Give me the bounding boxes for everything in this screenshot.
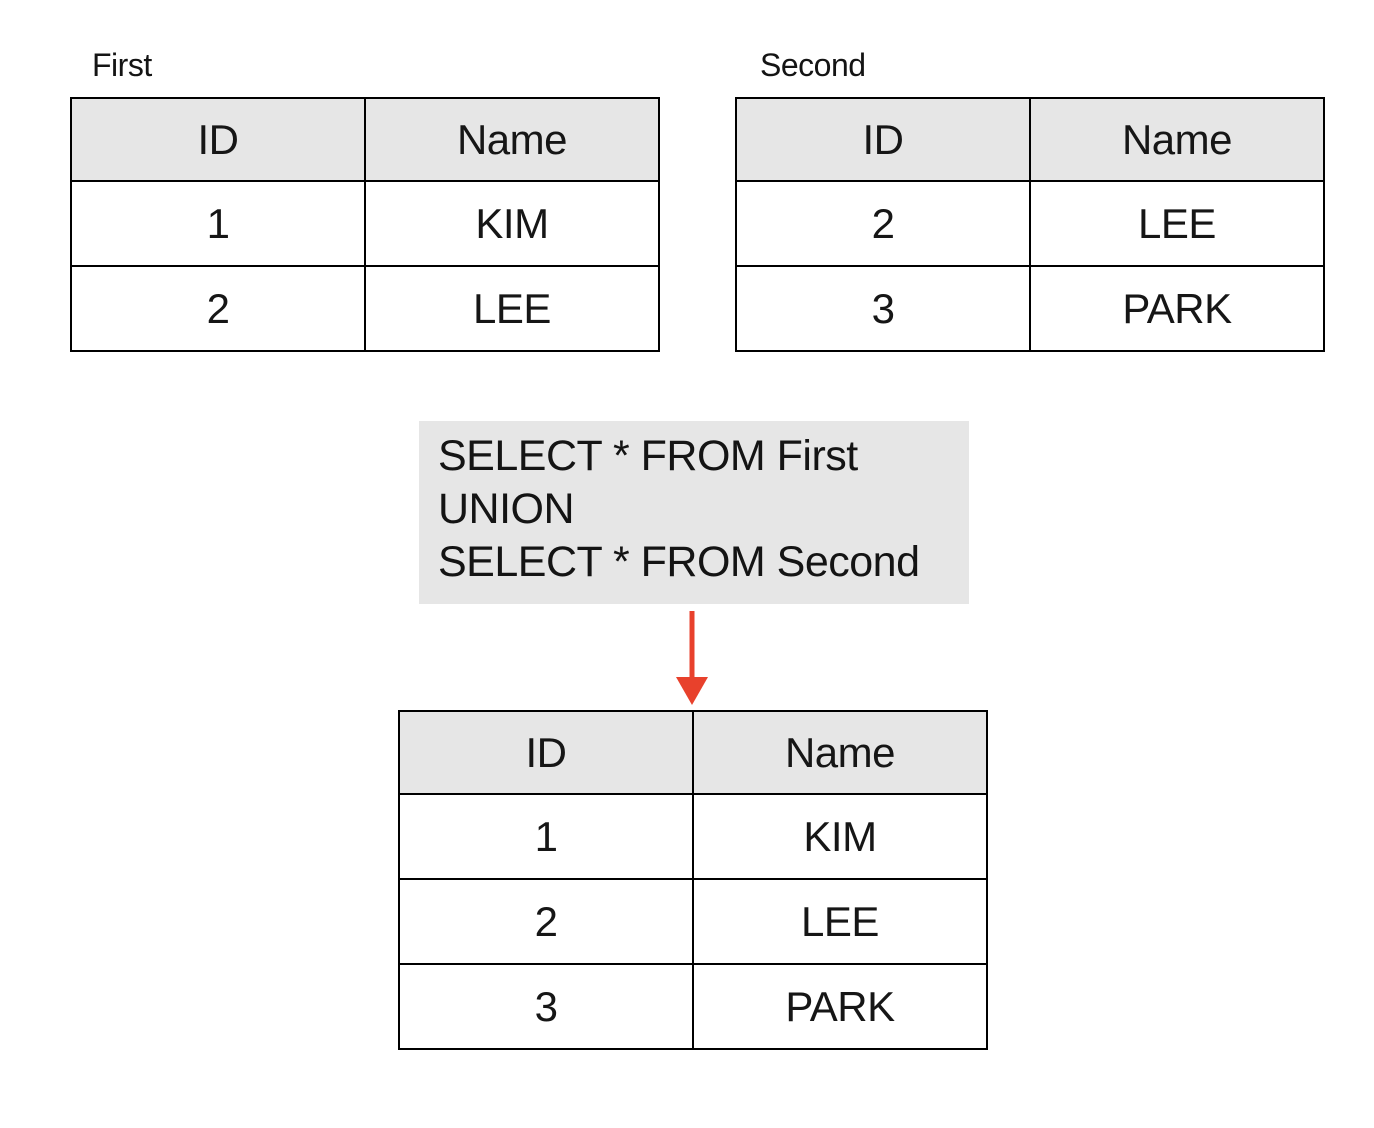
sql-query-line: UNION [438, 485, 575, 533]
table-header-row: ID Name [735, 97, 1325, 182]
first-table-title: First [92, 47, 152, 83]
table-cell: 3 [398, 963, 694, 1050]
table-row: 1 KIM [398, 793, 988, 880]
table-row: 2 LEE [398, 878, 988, 965]
down-arrow-icon [676, 611, 708, 705]
table-row: 2 LEE [70, 265, 660, 352]
table-header-row: ID Name [398, 710, 988, 795]
sql-query-line: SELECT * FROM First [438, 432, 858, 480]
second-table: ID Name 2 LEE 3 PARK [735, 97, 1325, 352]
table-row: 1 KIM [70, 180, 660, 267]
table-cell: PARK [1029, 265, 1325, 352]
table-cell: KIM [692, 793, 988, 880]
table-cell: 1 [70, 180, 366, 267]
table-cell: LEE [1029, 180, 1325, 267]
table-cell: 2 [70, 265, 366, 352]
column-header-name: Name [692, 710, 988, 795]
table-cell: 2 [735, 180, 1031, 267]
table-cell: LEE [692, 878, 988, 965]
second-table-title: Second [760, 47, 866, 83]
column-header-id: ID [735, 97, 1031, 182]
table-cell: LEE [364, 265, 660, 352]
sql-query-line: SELECT * FROM Second [438, 538, 920, 586]
table-row: 2 LEE [735, 180, 1325, 267]
table-cell: 3 [735, 265, 1031, 352]
table-row: 3 PARK [398, 963, 988, 1050]
table-header-row: ID Name [70, 97, 660, 182]
table-cell: 1 [398, 793, 694, 880]
first-table: ID Name 1 KIM 2 LEE [70, 97, 660, 352]
result-table: ID Name 1 KIM 2 LEE 3 PARK [398, 710, 988, 1050]
column-header-name: Name [1029, 97, 1325, 182]
table-cell: KIM [364, 180, 660, 267]
sql-query-box: SELECT * FROM First UNION SELECT * FROM … [419, 421, 969, 604]
column-header-name: Name [364, 97, 660, 182]
table-cell: 2 [398, 878, 694, 965]
table-cell: PARK [692, 963, 988, 1050]
column-header-id: ID [70, 97, 366, 182]
column-header-id: ID [398, 710, 694, 795]
table-row: 3 PARK [735, 265, 1325, 352]
